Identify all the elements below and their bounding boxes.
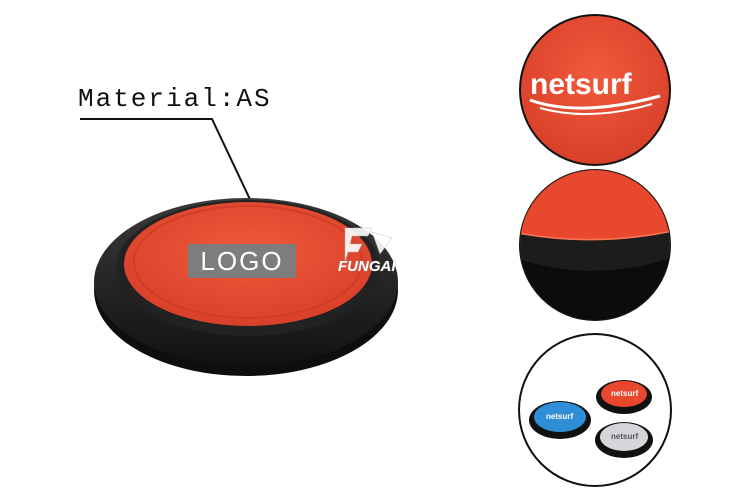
- variant-blue-brand: netsurf: [546, 412, 574, 421]
- callout-line: [80, 118, 256, 211]
- brand-logo-text: netsurf: [530, 68, 632, 101]
- detail-circle-logo: [519, 14, 671, 166]
- variant-red-brand: netsurf: [611, 389, 639, 398]
- variant-red-disc: [596, 380, 652, 414]
- variant-silver-brand: netsurf: [611, 432, 639, 441]
- watermark-emblem: [344, 227, 393, 263]
- logo-placeholder: LOGO: [188, 244, 296, 278]
- variant-blue-disc: [529, 401, 591, 439]
- main-disc: [94, 198, 398, 376]
- detail-circle-variants: [518, 333, 672, 487]
- material-label: Material:AS: [78, 84, 272, 114]
- variant-silver-disc: [595, 422, 653, 458]
- detail-circle-rim: [519, 169, 671, 321]
- watermark-text: FUNGAI: [338, 258, 396, 275]
